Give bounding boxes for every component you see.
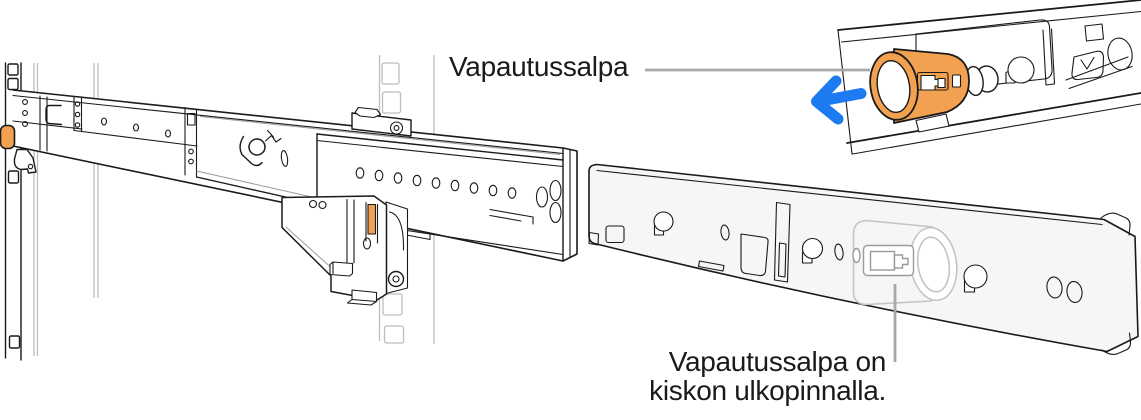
release-latch-closeup [869,48,970,133]
mounting-bracket [281,195,409,306]
latch-location-line1: Vapautussalpa on [668,346,887,377]
release-latch-text: Vapautussalpa [449,51,629,82]
latch-foot [915,113,950,133]
latch-bore [876,59,911,114]
outer-rail-panel [588,163,1139,355]
front-release-tab [0,124,37,174]
slide-rail-assembly [12,89,578,262]
label-release-latch: Vapautussalpa [449,51,629,82]
rail-rear-mount [351,106,412,137]
lock-lever [248,138,266,156]
bracket-orange-strip [367,203,377,235]
ghost-release-latch [852,219,958,306]
closeup-rail-detail [811,0,1141,155]
left-arrow-icon [811,75,867,125]
front-mount-clamp [22,95,48,152]
latch-location-line2: kiskon ulkopinnalla. [649,375,886,406]
front-latch-tab [0,124,16,150]
label-latch-location: Vapautussalpa on kiskon ulkopinnalla. [649,347,886,405]
